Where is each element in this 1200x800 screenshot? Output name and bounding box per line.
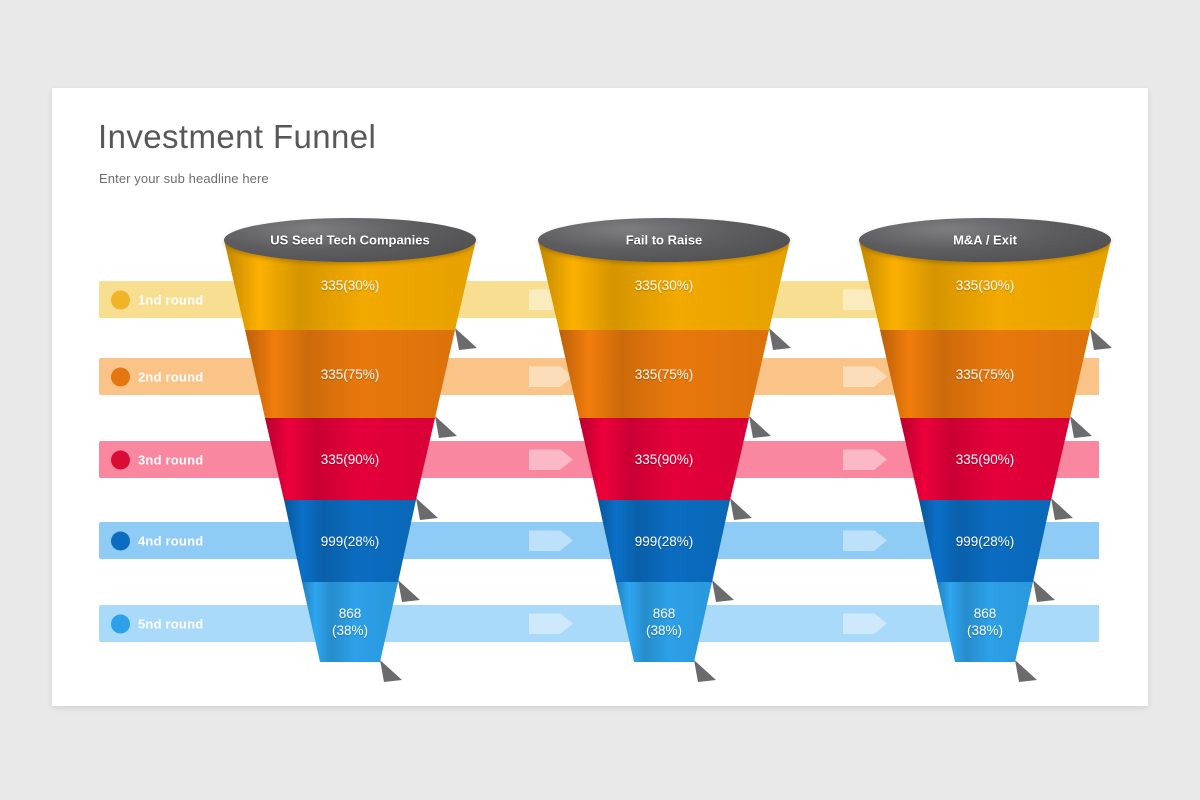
- legend-band-label: 3nd round: [138, 452, 204, 467]
- funnel-header-ellipse[interactable]: M&A / Exit: [859, 218, 1111, 262]
- legend-band-round-5[interactable]: 5nd round: [99, 605, 1099, 642]
- funnel-segment-4[interactable]: [598, 500, 730, 582]
- funnel-segment-1[interactable]: [538, 240, 790, 330]
- legend-band-label: 1nd round: [138, 292, 204, 307]
- funnel-header-label: Fail to Raise: [625, 232, 703, 248]
- funnel-body: [855, 88, 1115, 706]
- flow-arrow-icon-2: [843, 366, 887, 387]
- funnel-segment-3[interactable]: [579, 418, 749, 500]
- funnel-header-label: US Seed Tech Companies: [270, 232, 430, 248]
- slide-canvas: Investment Funnel Enter your sub headlin…: [52, 88, 1148, 706]
- funnel-segment-5[interactable]: [302, 582, 398, 662]
- funnel-segment-2[interactable]: [880, 330, 1090, 418]
- flow-arrow-icon-1: [529, 449, 573, 470]
- funnel-segment-4[interactable]: [284, 500, 416, 582]
- funnel-segment-1[interactable]: [859, 240, 1111, 330]
- flow-arrow-icon-1: [529, 530, 573, 551]
- funnel-segment-3[interactable]: [900, 418, 1070, 500]
- legend-band-label: 5nd round: [138, 616, 204, 631]
- legend-dot-icon: [111, 290, 130, 309]
- flow-arrow-icon-1: [529, 613, 573, 634]
- legend-dot-icon: [111, 614, 130, 633]
- funnel-header-ellipse[interactable]: US Seed Tech Companies: [224, 218, 476, 262]
- funnel-body: [220, 88, 480, 706]
- page-title: Investment Funnel: [98, 118, 377, 155]
- page-subtitle: Enter your sub headline here: [99, 171, 269, 186]
- legend-band-label: 4nd round: [138, 533, 204, 548]
- funnel-header-label: M&A / Exit: [953, 232, 1017, 248]
- legend-dot-icon: [111, 531, 130, 550]
- funnel-segment-3[interactable]: [265, 418, 435, 500]
- legend-dot-icon: [111, 450, 130, 469]
- funnel-body: [534, 88, 794, 706]
- flow-arrow-icon-2: [843, 613, 887, 634]
- flow-arrow-icon-1: [529, 366, 573, 387]
- funnel-segment-5[interactable]: [937, 582, 1033, 662]
- funnel-segment-1[interactable]: [224, 240, 476, 330]
- funnel-segment-2[interactable]: [245, 330, 455, 418]
- legend-dot-icon: [111, 367, 130, 386]
- funnel-segment-5[interactable]: [616, 582, 712, 662]
- funnel-segment-4[interactable]: [919, 500, 1051, 582]
- funnel-header-ellipse[interactable]: Fail to Raise: [538, 218, 790, 262]
- legend-band-label: 2nd round: [138, 369, 204, 384]
- flow-arrow-icon-2: [843, 530, 887, 551]
- flow-arrow-icon-2: [843, 449, 887, 470]
- funnel-segment-2[interactable]: [559, 330, 769, 418]
